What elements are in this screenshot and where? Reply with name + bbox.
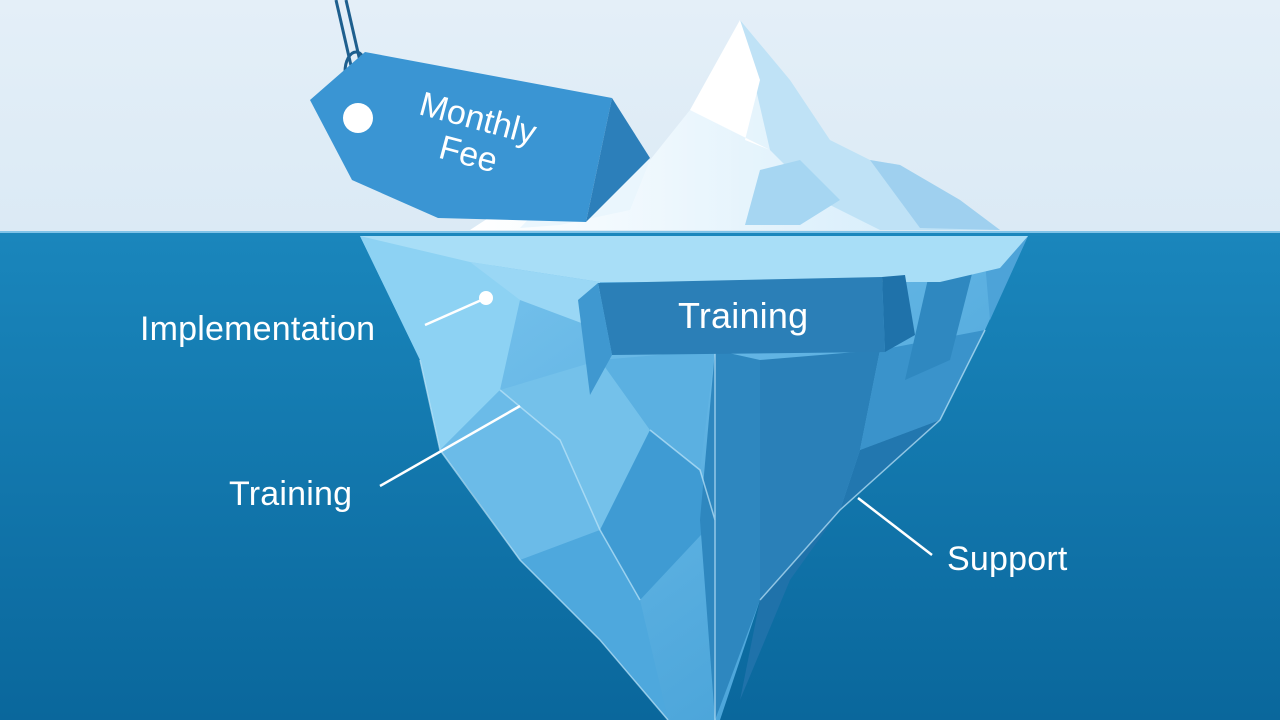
tag-hole	[343, 103, 373, 133]
training-band	[578, 275, 915, 395]
callout-lines	[379, 291, 933, 556]
callout-dot	[479, 291, 493, 305]
label-training-band: Training	[678, 295, 809, 336]
label-support: Support	[947, 540, 1068, 578]
label-implementation: Implementation	[140, 310, 376, 348]
callout-line-training	[379, 404, 521, 488]
callout-line-support	[857, 497, 933, 556]
price-tag	[310, 52, 650, 222]
callout-line-implementation	[424, 296, 487, 327]
label-training-left: Training	[229, 475, 353, 513]
iceberg-underwater	[360, 236, 1028, 720]
